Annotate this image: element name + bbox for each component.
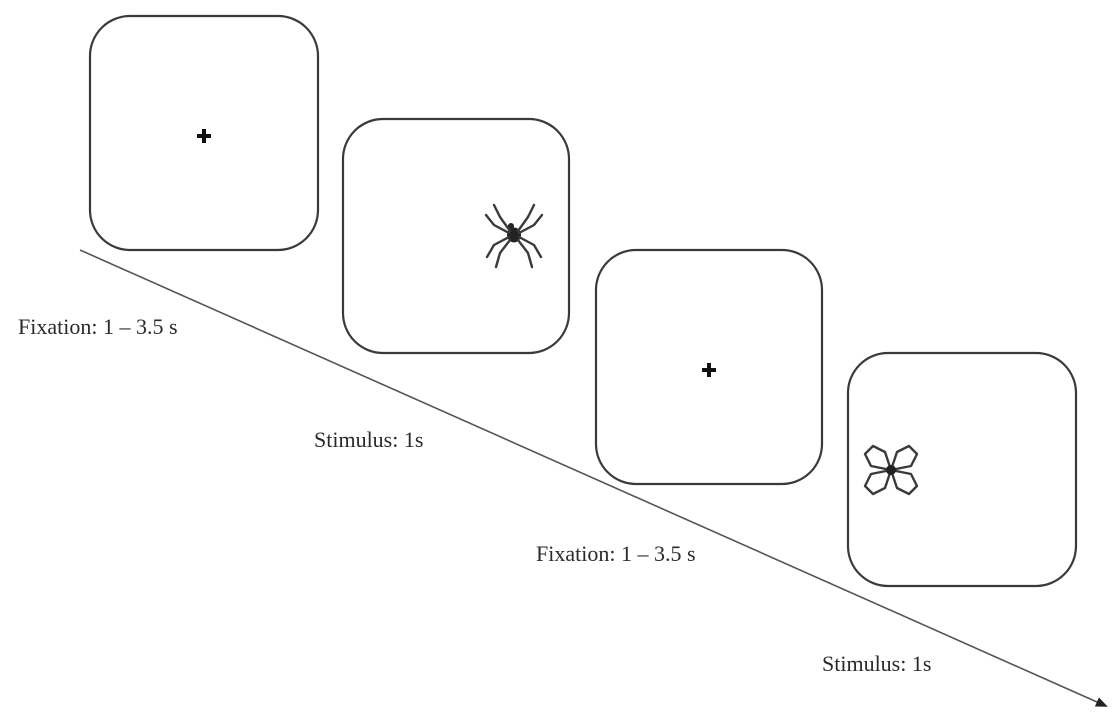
label-stimulus-1: Stimulus: 1s xyxy=(314,427,423,452)
fixation-screen-2 xyxy=(594,248,824,486)
fixation-screen-1 xyxy=(88,14,320,252)
label-stimulus-2: Stimulus: 1s xyxy=(822,651,931,676)
time-arrow xyxy=(79,249,1108,707)
spider-icon xyxy=(484,203,544,269)
fixation-cross-icon xyxy=(702,363,716,377)
label-fixation-2: Fixation: 1 – 3.5 s xyxy=(536,541,696,566)
label-fixation-1: Fixation: 1 – 3.5 s xyxy=(18,314,178,339)
flower-icon xyxy=(863,444,919,496)
fixation-cross-icon xyxy=(197,129,211,143)
stimulus-screen-flower xyxy=(846,351,1078,588)
stimulus-screen-spider xyxy=(341,117,571,355)
